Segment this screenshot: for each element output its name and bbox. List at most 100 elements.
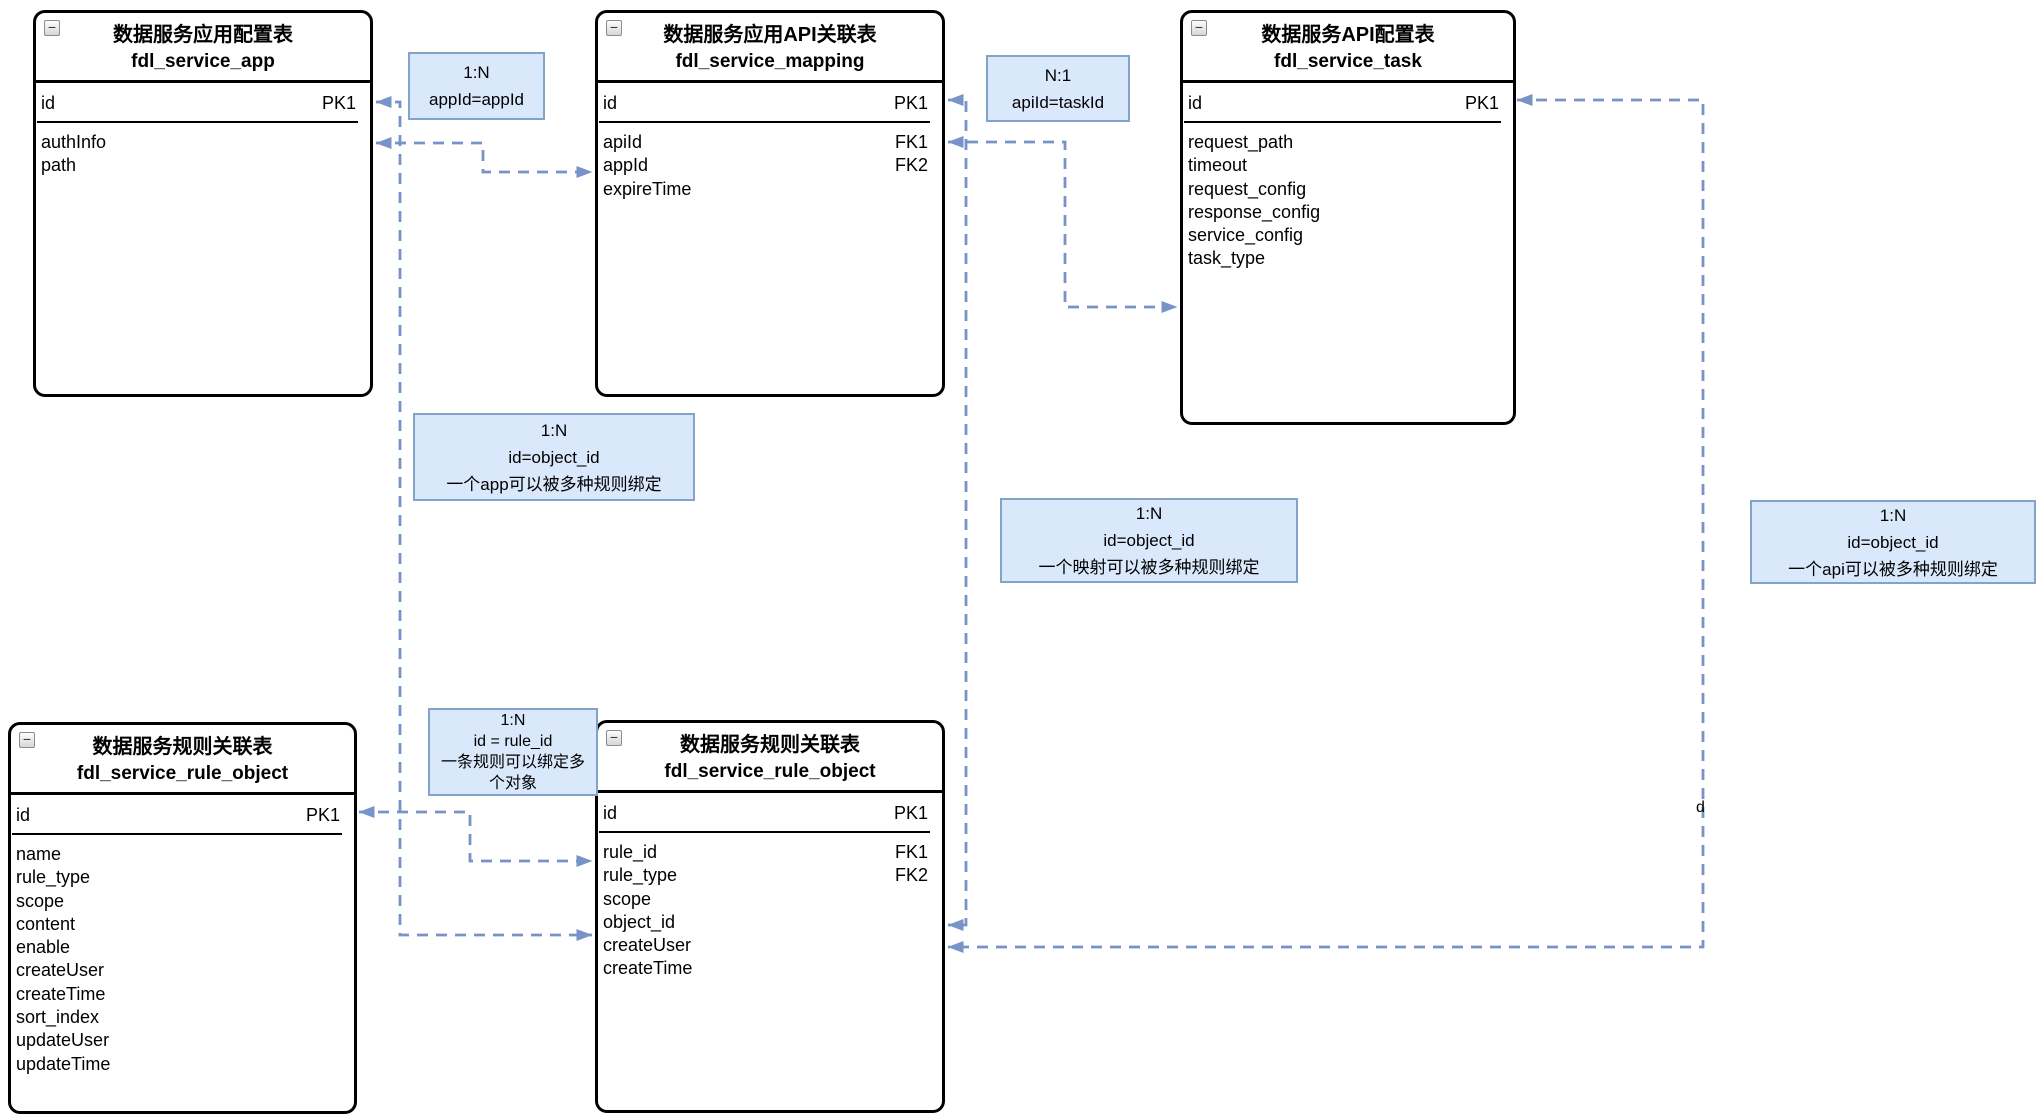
- field-name: updateUser: [16, 1030, 110, 1051]
- field-name: createUser: [603, 935, 692, 956]
- field-name: scope: [16, 890, 65, 911]
- field-row: createUser: [11, 959, 354, 982]
- field-name: enable: [16, 937, 71, 958]
- field-row: request_path: [1183, 131, 1513, 154]
- field-name: sort_index: [16, 1007, 100, 1028]
- field-key-label: FK1: [894, 842, 928, 862]
- field-key-label: FK2: [894, 865, 928, 886]
- table-title-en: fdl_service_mapping: [675, 51, 865, 72]
- connector-mapping-ruleobject-objectid[interactable]: [947, 94, 968, 931]
- table-fdl-service-app[interactable]: − 数据服务应用配置表 fdl_service_app id PK1 authI…: [33, 10, 373, 397]
- pk-field-name: id: [603, 802, 618, 823]
- field-key-label: FK1: [894, 132, 928, 152]
- table-header: − 数据服务应用API关联表 fdl_service_mapping: [598, 13, 942, 83]
- pk-key-label: PK1: [893, 802, 928, 823]
- pk-row: id PK1: [1183, 83, 1513, 123]
- pk-row: id PK1: [36, 83, 370, 123]
- collapse-icon[interactable]: −: [606, 20, 622, 36]
- connector-app-mapping-appid[interactable]: [375, 137, 593, 178]
- pk-row: id PK1: [11, 795, 354, 835]
- table-title-cn: 数据服务规则关联表: [680, 734, 860, 756]
- field-row: createUser: [598, 934, 942, 957]
- field-row: createTime: [11, 983, 354, 1006]
- field-row: sort_index: [11, 1006, 354, 1029]
- table-title-cn: 数据服务API配置表: [1261, 24, 1435, 46]
- pk-row: id PK1: [598, 793, 942, 833]
- field-name: apiId: [603, 132, 643, 152]
- relation-label-appid[interactable]: 1:N appId=appId: [408, 52, 545, 120]
- pk-row: id PK1: [598, 83, 942, 123]
- connector-rule-ruleobject-ruleid[interactable]: [358, 806, 593, 867]
- pk-key-label: PK1: [893, 92, 928, 113]
- field-row: enable: [11, 936, 354, 959]
- field-row: appId FK2: [598, 154, 942, 177]
- table-fdl-service-rule-object[interactable]: − 数据服务规则关联表 fdl_service_rule_object id P…: [595, 720, 945, 1113]
- field-list: authInfo path: [36, 123, 370, 178]
- field-row: updateUser: [11, 1029, 354, 1052]
- relation-label-mapping-objectid[interactable]: 1:N id=object_id 一个映射可以被多种规则绑定: [1000, 498, 1298, 583]
- field-row: authInfo: [36, 131, 370, 154]
- field-row: request_config: [1183, 178, 1513, 201]
- field-name: appId: [603, 155, 649, 176]
- field-name: authInfo: [41, 132, 107, 152]
- field-name: rule_id: [603, 842, 658, 862]
- field-name: timeout: [1188, 155, 1248, 176]
- relation-label-apiid-taskid[interactable]: N:1 apiId=taskId: [986, 55, 1130, 122]
- field-row: apiId FK1: [598, 131, 942, 154]
- table-fdl-service-mapping[interactable]: − 数据服务应用API关联表 fdl_service_mapping id PK…: [595, 10, 945, 397]
- field-name: updateTime: [16, 1053, 111, 1074]
- field-row: rule_type: [11, 866, 354, 889]
- table-header: − 数据服务API配置表 fdl_service_task: [1183, 13, 1513, 83]
- field-row: timeout: [1183, 154, 1513, 177]
- field-row: service_config: [1183, 224, 1513, 247]
- field-name: rule_type: [603, 865, 678, 886]
- field-name: response_config: [1188, 201, 1321, 222]
- connector-mapping-task-apiid[interactable]: [947, 136, 1178, 313]
- field-name: path: [41, 155, 77, 176]
- field-name: content: [16, 913, 76, 934]
- field-name: scope: [603, 888, 652, 909]
- field-name: service_config: [1188, 225, 1304, 246]
- pk-key-label: PK1: [305, 804, 340, 825]
- field-name: createTime: [16, 983, 106, 1004]
- pk-key-label: PK1: [321, 92, 356, 113]
- field-row: path: [36, 154, 370, 177]
- field-row: response_config: [1183, 201, 1513, 224]
- connector-app-ruleobject-objectid[interactable]: [375, 96, 593, 941]
- collapse-icon[interactable]: −: [44, 20, 60, 36]
- table-header: − 数据服务规则关联表 fdl_service_rule_object: [598, 723, 942, 793]
- field-row: content: [11, 913, 354, 936]
- collapse-icon[interactable]: −: [1191, 20, 1207, 36]
- field-row: scope: [11, 890, 354, 913]
- relation-label-api-objectid[interactable]: 1:N id=object_id 一个api可以被多种规则绑定: [1750, 500, 2036, 584]
- relation-label-ruleid[interactable]: 1:N id = rule_id 一条规则可以绑定多 个对象: [428, 708, 598, 796]
- collapse-icon[interactable]: −: [19, 732, 35, 748]
- table-title-en: fdl_service_rule_object: [76, 763, 289, 784]
- field-row: rule_type FK2: [598, 864, 942, 887]
- table-title-cn: 数据服务应用API关联表: [663, 24, 877, 46]
- table-title-en: fdl_service_rule_object: [664, 761, 876, 782]
- table-fdl-service-task[interactable]: − 数据服务API配置表 fdl_service_task id PK1 req…: [1180, 10, 1516, 425]
- table-title-cn: 数据服务应用配置表: [113, 24, 293, 46]
- pk-field-name: id: [1188, 92, 1203, 113]
- table-fdl-service-rule[interactable]: − 数据服务规则关联表 fdl_service_rule_object id P…: [8, 722, 357, 1114]
- table-header: − 数据服务规则关联表 fdl_service_rule_object: [11, 725, 354, 795]
- connector-task-ruleobject-objectid[interactable]: [947, 94, 1705, 953]
- relation-label-app-objectid[interactable]: 1:N id=object_id 一个app可以被多种规则绑定: [413, 413, 695, 501]
- table-header: − 数据服务应用配置表 fdl_service_app: [36, 13, 370, 83]
- collapse-icon[interactable]: −: [606, 730, 622, 746]
- field-name: request_config: [1188, 178, 1307, 199]
- table-title-en: fdl_service_app: [131, 51, 275, 72]
- field-row: task_type: [1183, 247, 1513, 270]
- field-name: object_id: [603, 911, 676, 932]
- field-name: createUser: [16, 960, 105, 981]
- pk-field-name: id: [16, 804, 31, 825]
- field-row: rule_id FK1: [598, 841, 942, 864]
- field-key-label: FK2: [894, 155, 928, 176]
- table-title-en: fdl_service_task: [1274, 51, 1422, 72]
- field-row: name: [11, 843, 354, 866]
